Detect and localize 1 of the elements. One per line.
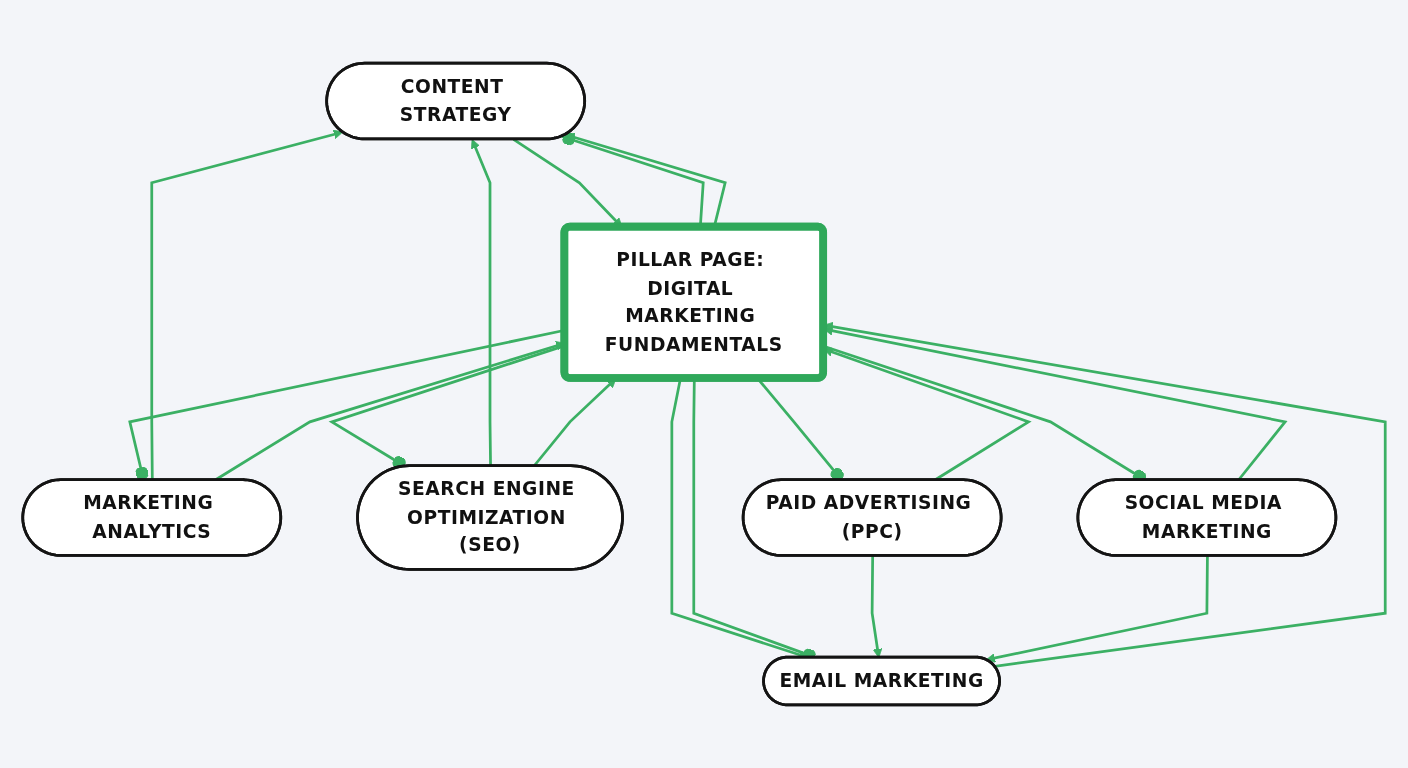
arrow bbox=[985, 555, 1209, 663]
